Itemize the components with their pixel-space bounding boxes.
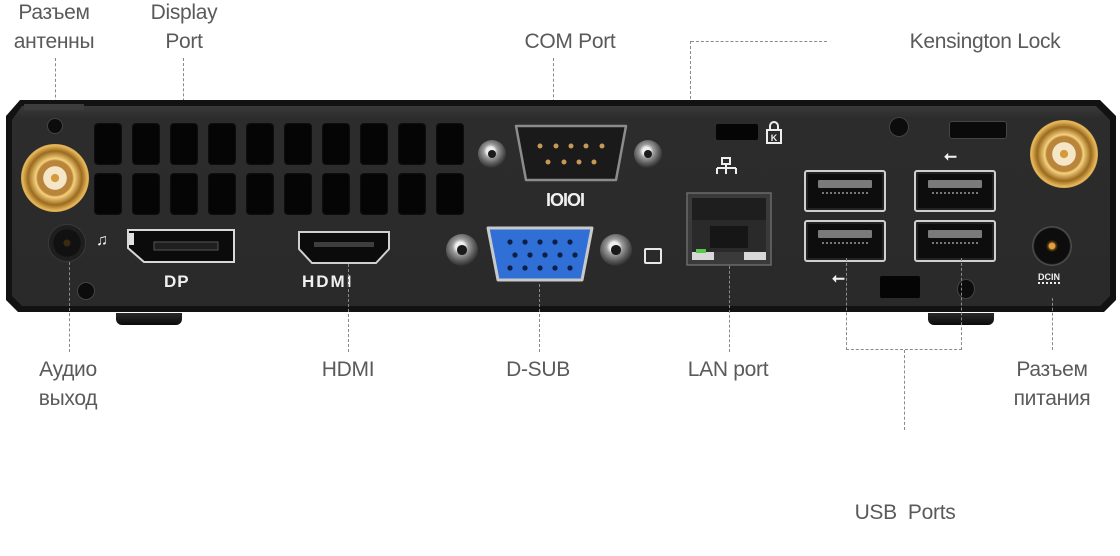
vent-slot: [208, 123, 236, 165]
leader-line-usb-h: [846, 349, 962, 350]
vent-slot: [322, 123, 350, 165]
leader-line-kensington-h: [691, 41, 827, 42]
usb-port[interactable]: [914, 220, 996, 262]
label-line: Port: [165, 30, 203, 53]
vent-slot: [322, 173, 350, 215]
com-screw-right: [634, 140, 662, 168]
audio-out-jack[interactable]: [48, 224, 86, 262]
leader-line-power: [1052, 298, 1053, 350]
label-com-port: COM Port: [510, 27, 630, 56]
vent-slot: [246, 173, 274, 215]
leader-line-lan: [729, 266, 730, 352]
label-hdmi: HDMI: [298, 355, 398, 384]
vent-slot: [132, 123, 160, 165]
leader-line-antenna: [55, 58, 56, 108]
label-usb-ports: USB Ports: [840, 440, 970, 556]
usb-port[interactable]: [804, 170, 886, 212]
label-line: COM Port: [524, 30, 616, 53]
vent-slot: [208, 173, 236, 215]
label-line: выход: [38, 387, 98, 410]
label-d-sub: D-SUB: [488, 355, 588, 384]
screw-hole: [890, 118, 908, 136]
vent-slot: [170, 173, 198, 215]
screw-hole: [48, 119, 62, 133]
label-display-port: Display Port: [134, 0, 234, 56]
displayport-connector[interactable]: [124, 228, 238, 268]
kensington-marking: K: [771, 133, 778, 143]
vga-screw-left: [446, 234, 478, 266]
com-port-connector[interactable]: [512, 122, 630, 186]
vent-slot: [360, 123, 388, 165]
hdmi-marking: HDMI: [302, 272, 354, 291]
leader-line-audio: [69, 262, 70, 352]
label-line: Разъем: [18, 1, 90, 24]
audio-icon: ♫: [96, 232, 108, 249]
antenna-connector-left[interactable]: [21, 144, 89, 212]
label-audio-out: Аудио выход: [20, 355, 116, 413]
vent-slot: [94, 123, 122, 165]
label-line: Аудио: [39, 358, 97, 381]
label-antenna-connector: Разъем антенны: [4, 0, 104, 56]
vent-slot: [398, 173, 426, 215]
label-line: Display: [150, 1, 218, 24]
usb-icon: ⭠: [832, 270, 845, 287]
antenna-connector-right[interactable]: [1030, 120, 1098, 188]
screw-hole: [78, 283, 94, 299]
lan-port-connector[interactable]: [686, 192, 772, 266]
rectangular-slot: [880, 276, 920, 298]
vent-slot: [360, 173, 388, 215]
leader-line-hdmi: [348, 264, 349, 352]
vent-slot: [284, 173, 312, 215]
top-slot: [950, 122, 1006, 138]
vent-slot: [398, 123, 426, 165]
leader-line-usb-down: [904, 350, 905, 430]
label-line: Разъем: [1016, 358, 1088, 381]
label-kensington-lock: Kensington Lock: [890, 27, 1080, 56]
monitor-icon: [644, 248, 662, 264]
leader-line-usb-right: [961, 258, 962, 350]
leader-line-dsub: [539, 284, 540, 352]
kensington-lock-slot[interactable]: [716, 124, 758, 140]
com-screw-left: [478, 140, 506, 168]
label-line: антенны: [13, 30, 95, 53]
leader-line-kensington-v: [690, 41, 691, 119]
kensington-lock-icon: K: [766, 121, 782, 144]
usb-port[interactable]: [914, 170, 996, 212]
label-line: D-SUB: [506, 358, 570, 381]
label-line: USB Ports: [854, 501, 956, 524]
dc-power-jack[interactable]: [1032, 226, 1072, 266]
label-line: HDMI: [321, 358, 375, 381]
hdmi-connector[interactable]: [296, 229, 392, 267]
vent-slot: [94, 173, 122, 215]
vent-slot: [436, 173, 464, 215]
vent-slot: [132, 173, 160, 215]
label-line: питания: [1013, 387, 1091, 410]
dp-marking: DP: [164, 272, 190, 291]
vent-slot: [246, 123, 274, 165]
panel-foot: [116, 313, 182, 325]
network-icon: [716, 157, 737, 174]
label-power-connector: Разъем питания: [1002, 355, 1102, 413]
vent-slot: [436, 123, 464, 165]
label-lan-port: LAN port: [668, 355, 788, 384]
label-line: LAN port: [687, 358, 769, 381]
screw-hole: [958, 280, 974, 298]
com-marking: IOIOI: [546, 190, 585, 210]
usb-icon: ⭠: [944, 148, 957, 165]
leader-line-com-port: [553, 58, 554, 118]
vga-screw-right: [600, 234, 632, 266]
vent-slot: [170, 123, 198, 165]
vent-slot: [284, 123, 312, 165]
usb-port[interactable]: [804, 220, 886, 262]
dcin-marking: DCIN: [1038, 272, 1060, 284]
leader-line-usb-left: [846, 258, 847, 350]
vga-connector[interactable]: [484, 224, 596, 286]
label-line: Kensington Lock: [909, 30, 1061, 53]
